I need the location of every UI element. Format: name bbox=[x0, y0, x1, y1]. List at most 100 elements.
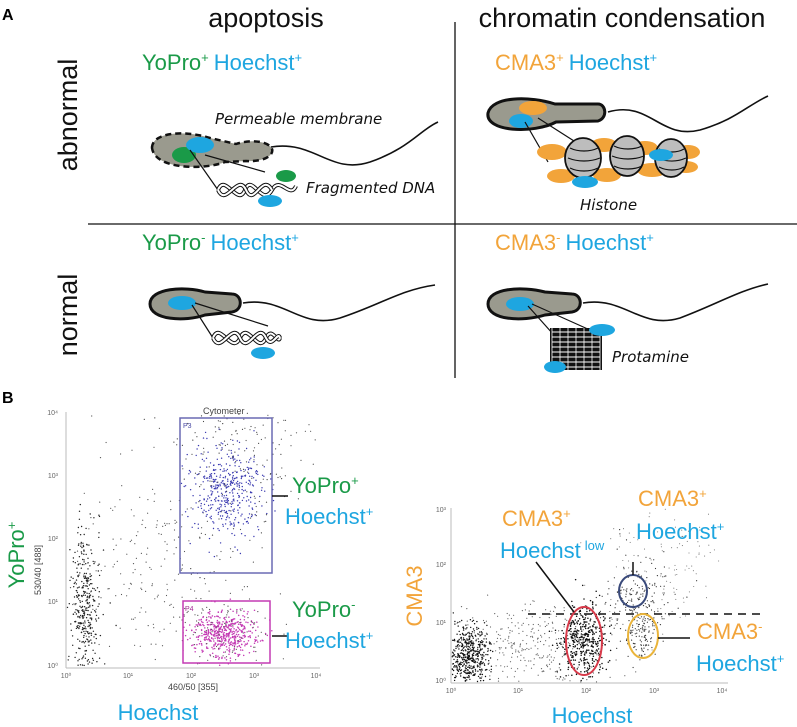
event-dot bbox=[248, 630, 250, 632]
event-dot bbox=[676, 568, 678, 571]
event-dot bbox=[223, 644, 226, 646]
event-dot bbox=[194, 647, 197, 649]
event-dot bbox=[82, 627, 84, 629]
event-dot bbox=[108, 588, 110, 590]
event-dot bbox=[255, 472, 258, 475]
event-dot bbox=[94, 642, 96, 644]
event-dot bbox=[191, 644, 193, 647]
event-dot bbox=[215, 431, 217, 433]
event-dot bbox=[588, 665, 591, 668]
event-dot bbox=[462, 647, 464, 649]
event-dot bbox=[521, 648, 523, 650]
event-dot bbox=[530, 636, 532, 638]
event-dot bbox=[92, 630, 95, 632]
event-dot bbox=[209, 632, 212, 635]
event-dot bbox=[598, 639, 601, 642]
event-dot bbox=[589, 652, 592, 655]
event-dot bbox=[636, 632, 638, 634]
event-dot bbox=[514, 625, 516, 627]
event-dot bbox=[151, 583, 153, 585]
event-dot bbox=[81, 563, 84, 566]
event-dot bbox=[473, 630, 475, 632]
event-dot bbox=[231, 651, 233, 653]
event-dot bbox=[91, 657, 94, 660]
event-dot bbox=[541, 671, 543, 673]
event-dot bbox=[281, 478, 283, 480]
event-dot bbox=[564, 653, 566, 656]
event-dot bbox=[475, 650, 478, 652]
event-dot bbox=[638, 623, 641, 626]
event-dot bbox=[581, 584, 584, 587]
event-dot bbox=[592, 625, 594, 628]
event-dot bbox=[584, 633, 587, 635]
event-dot bbox=[208, 613, 211, 615]
event-dot bbox=[254, 646, 256, 648]
event-dot bbox=[601, 662, 603, 665]
event-dot bbox=[456, 672, 459, 675]
event-dot bbox=[631, 639, 633, 641]
event-dot bbox=[215, 509, 217, 511]
event-dot bbox=[173, 616, 175, 618]
event-dot bbox=[205, 457, 208, 459]
event-dot bbox=[222, 482, 224, 484]
event-dot bbox=[231, 644, 234, 647]
event-dot bbox=[206, 437, 208, 440]
event-dot bbox=[513, 642, 516, 644]
event-dot bbox=[546, 666, 549, 668]
dna-strand-b-inner bbox=[212, 331, 281, 345]
event-dot bbox=[98, 657, 101, 659]
event-dot bbox=[514, 670, 516, 673]
event-dot bbox=[212, 656, 215, 658]
event-dot bbox=[87, 557, 89, 559]
event-dot bbox=[202, 621, 204, 624]
event-dot bbox=[580, 660, 583, 662]
event-dot bbox=[263, 521, 265, 523]
event-dot bbox=[472, 652, 474, 655]
event-dot bbox=[245, 521, 248, 523]
event-dot bbox=[83, 591, 86, 593]
event-dot bbox=[220, 457, 223, 459]
event-dot bbox=[639, 596, 641, 598]
event-dot bbox=[189, 471, 192, 473]
event-dot bbox=[190, 573, 192, 575]
event-dot bbox=[506, 665, 508, 667]
event-dot bbox=[88, 614, 90, 616]
left-plot-ticks: 10⁰ 10¹ 10² 10³ 10⁴ 10⁰ 10¹ 10² 10³ 10⁴ bbox=[47, 410, 321, 680]
event-dot bbox=[245, 481, 247, 483]
event-dot bbox=[204, 583, 206, 585]
event-dot bbox=[226, 516, 228, 519]
event-dot bbox=[594, 626, 597, 628]
event-dot bbox=[229, 464, 231, 467]
event-dot bbox=[475, 635, 477, 637]
event-dot bbox=[625, 602, 628, 605]
event-dot bbox=[570, 654, 572, 656]
x-tick-1: 10¹ bbox=[513, 688, 524, 695]
event-dot bbox=[483, 651, 485, 654]
event-dot bbox=[500, 665, 502, 667]
event-dot bbox=[603, 626, 605, 628]
event-dot bbox=[232, 439, 234, 441]
event-dot bbox=[68, 603, 71, 605]
event-dot bbox=[86, 592, 88, 594]
event-dot bbox=[116, 560, 118, 563]
event-dot bbox=[251, 621, 254, 624]
event-dot bbox=[567, 646, 570, 649]
event-dot bbox=[241, 513, 243, 515]
event-dot bbox=[646, 621, 649, 623]
event-dot bbox=[480, 680, 482, 682]
event-dot bbox=[475, 638, 477, 641]
event-dot bbox=[82, 585, 85, 587]
event-dot bbox=[622, 559, 624, 562]
event-dot bbox=[200, 507, 203, 510]
event-dot bbox=[548, 617, 550, 619]
event-dot bbox=[564, 651, 566, 653]
event-dot bbox=[169, 500, 172, 502]
event-dot bbox=[203, 447, 205, 449]
event-dot bbox=[177, 573, 180, 575]
event-dot bbox=[645, 644, 647, 646]
event-dot bbox=[254, 497, 256, 499]
event-dot bbox=[235, 612, 238, 614]
event-dot bbox=[86, 613, 89, 616]
event-dot bbox=[226, 483, 228, 486]
event-dot bbox=[224, 503, 226, 506]
